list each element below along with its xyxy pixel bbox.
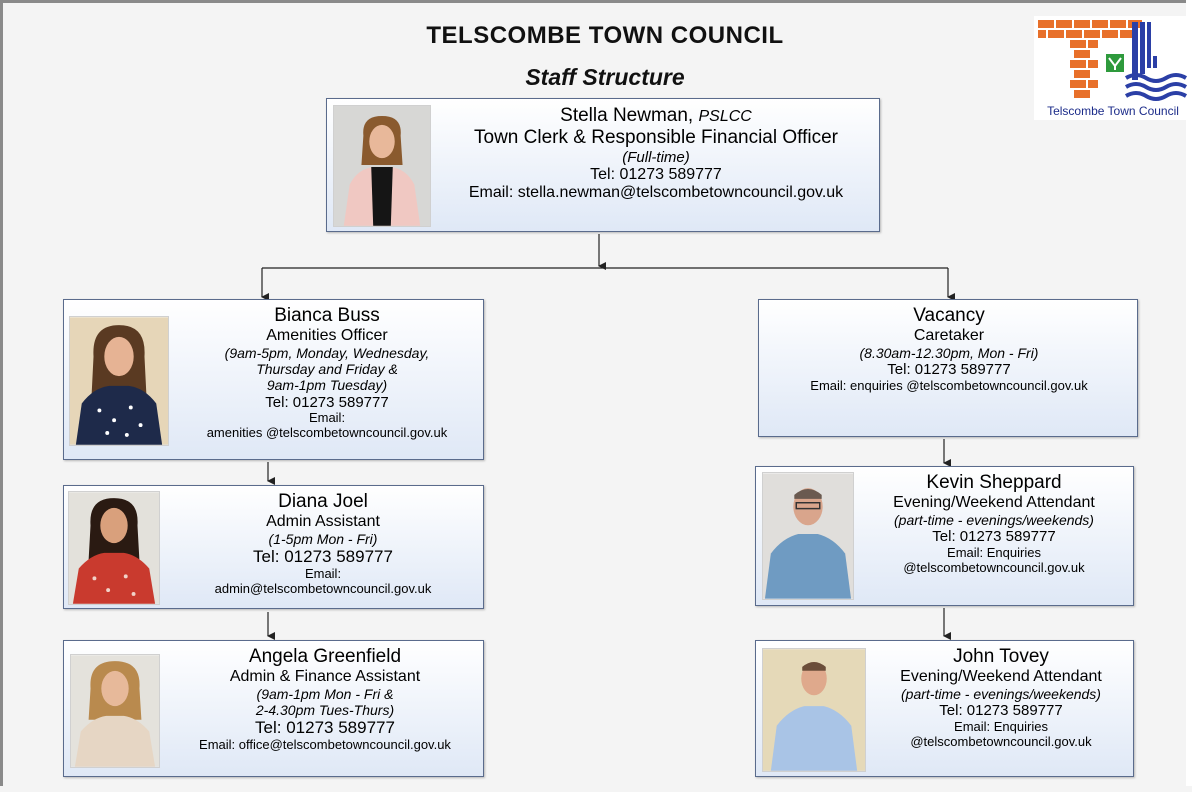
staff-email: @telscombetowncouncil.gov.uk (903, 559, 1085, 575)
staff-name: Kevin Sheppard (926, 472, 1062, 493)
staff-email: @telscombetowncouncil.gov.uk (910, 733, 1092, 749)
staff-name: Angela Greenfield (248, 646, 402, 667)
staff-hours-line1: (9am-1pm Mon - Fri & (256, 686, 394, 703)
staff-card-admin-finance-assistant: Angela Greenfield Admin & Finance Assist… (63, 640, 484, 777)
staff-details: Vacancy Caretaker (8.30am-12.30pm, Mon -… (763, 305, 1135, 394)
staff-hours: (8.30am-12.30pm, Mon - Fri) (859, 345, 1039, 362)
staff-photo (762, 648, 866, 772)
staff-role: Caretaker (913, 326, 985, 344)
staff-card-attendant-kevin: Kevin Sheppard Evening/Weekend Attendant… (755, 466, 1134, 606)
staff-role: Evening/Weekend Attendant (893, 493, 1095, 511)
staff-email: admin@telscombetowncouncil.gov.uk (214, 580, 432, 596)
staff-postnominal: PSLCC (698, 108, 752, 125)
staff-hours: (part-time - evenings/weekends) (894, 512, 1094, 529)
staff-email: Email: enquiries @telscombetowncouncil.g… (810, 377, 1088, 393)
staff-photo (69, 316, 169, 446)
staff-email-label: Email: Enquiries (947, 544, 1041, 560)
staff-name: Stella Newman, (560, 105, 694, 126)
staff-tel: Tel: 01273 589777 (265, 393, 389, 411)
staff-details: Bianca Buss Amenities Officer (9am-5pm, … (172, 305, 482, 441)
staff-role: Town Clerk & Responsible Financial Offic… (474, 126, 838, 148)
staff-tel: Tel: 01273 589777 (939, 702, 1063, 720)
staff-role: Evening/Weekend Attendant (900, 667, 1102, 685)
staff-card-amenities-officer: Bianca Buss Amenities Officer (9am-5pm, … (63, 299, 484, 460)
staff-hours: (part-time - evenings/weekends) (901, 686, 1101, 703)
staff-tel: Tel: 01273 589777 (887, 361, 1011, 379)
staff-hours-line1: (9am-5pm, Monday, Wednesday, (224, 345, 430, 362)
staff-card-attendant-john: John Tovey Evening/Weekend Attendant (pa… (755, 640, 1134, 777)
staff-role: Amenities Officer (266, 326, 388, 344)
person-photo-icon (70, 317, 168, 445)
staff-name: John Tovey (953, 646, 1049, 667)
staff-hours-line2: 2-4.30pm Tues-Thurs) (255, 702, 395, 719)
person-photo-icon (334, 106, 430, 226)
staff-details: Stella Newman, PSLCC Town Clerk & Respon… (433, 105, 879, 203)
staff-name: Bianca Buss (274, 305, 380, 326)
logo-caption: Telscombe Town Council (1047, 104, 1179, 118)
staff-email: Email: stella.newman@telscombetowncounci… (468, 184, 844, 202)
council-logo: Telscombe Town Council (1034, 16, 1192, 120)
staff-details: Kevin Sheppard Evening/Weekend Attendant… (856, 472, 1132, 575)
staff-card-caretaker: Vacancy Caretaker (8.30am-12.30pm, Mon -… (758, 299, 1138, 437)
person-photo-icon (763, 473, 853, 599)
staff-photo (70, 654, 160, 768)
staff-email: amenities @telscombetowncouncil.gov.uk (206, 424, 448, 440)
person-photo-icon (763, 649, 865, 771)
staff-tel: Tel: 01273 589777 (255, 718, 395, 738)
staff-hours: (1-5pm Mon - Fri) (268, 531, 378, 548)
staff-email-label: Email: (308, 409, 346, 425)
staff-tel: Tel: 01273 589777 (590, 165, 722, 183)
staff-email-label: Email: (304, 565, 342, 581)
staff-hours-line2: Thursday and Friday & (256, 361, 398, 378)
page-frame-bottom (0, 786, 1192, 792)
council-logo-graphic (1038, 20, 1188, 101)
staff-photo (333, 105, 431, 227)
page-subtitle: Staff Structure (525, 64, 685, 90)
staff-role: Admin Assistant (266, 512, 380, 530)
staff-tel: Tel: 01273 589777 (253, 547, 393, 567)
staff-card-town-clerk: Stella Newman, PSLCC Town Clerk & Respon… (326, 98, 880, 232)
person-photo-icon (69, 492, 159, 604)
staff-name: Vacancy (913, 305, 985, 326)
staff-details: John Tovey Evening/Weekend Attendant (pa… (870, 646, 1132, 749)
staff-tel: Tel: 01273 589777 (932, 528, 1056, 546)
staff-card-admin-assistant: Diana Joel Admin Assistant (1-5pm Mon - … (63, 485, 484, 609)
staff-photo (762, 472, 854, 600)
staff-hours-line3: 9am-1pm Tuesday) (266, 377, 388, 394)
staff-details: Angela Greenfield Admin & Finance Assist… (168, 646, 482, 753)
staff-hours: (Full-time) (622, 148, 690, 166)
staff-email-label: Email: Enquiries (954, 718, 1048, 734)
staff-role: Admin & Finance Assistant (229, 667, 421, 685)
staff-photo (68, 491, 160, 605)
page-title: TELSCOMBE TOWN COUNCIL (426, 22, 784, 49)
staff-details: Diana Joel Admin Assistant (1-5pm Mon - … (164, 491, 482, 597)
staff-email: Email: office@telscombetowncouncil.gov.u… (199, 736, 451, 752)
staff-name: Diana Joel (278, 491, 368, 512)
person-photo-icon (71, 655, 159, 767)
